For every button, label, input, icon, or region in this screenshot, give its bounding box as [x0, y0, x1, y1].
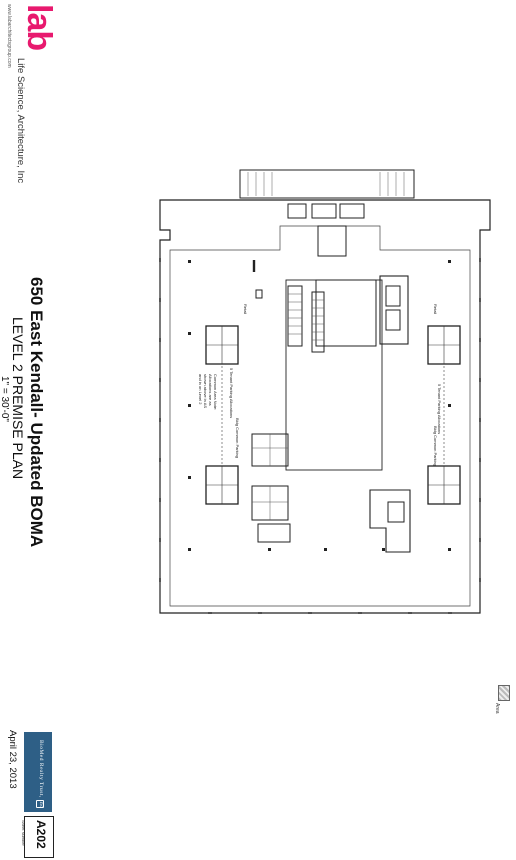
atrium-opening-3: [339, 203, 365, 219]
sheet-number-box: [24, 816, 54, 858]
tenant-parking-label-left: 5 Tenant Parking Allocations: [229, 368, 234, 418]
drawing-title: 650 East Kendall- Updated BOMA: [27, 277, 46, 548]
owner-logo-block: [24, 732, 52, 812]
core-atrium: [285, 279, 383, 471]
terrace-hatching: [247, 172, 405, 196]
core-open-area: [315, 279, 377, 347]
area-legend-swatch: [498, 685, 510, 701]
mech-equipment-1: [385, 285, 401, 307]
mech-room: [379, 275, 409, 345]
drawing-subtitle: LEVEL 2 PREMISE PLAN: [10, 317, 26, 480]
stair-right: [311, 291, 325, 353]
owner-name: BioMed Realty Trust, Inc: [38, 740, 44, 809]
retail-label-right: Retail: [433, 304, 438, 314]
drawing-date: April 23, 2013: [7, 730, 18, 789]
janitor-closet: [257, 523, 291, 543]
stair-left: [287, 285, 303, 347]
top-terrace: [239, 169, 415, 199]
central-shaft: [317, 225, 347, 257]
mech-equipment-2: [385, 309, 401, 331]
slab-edge: [169, 225, 471, 607]
tenant-parking-label-right: 5 Tenant Parking Allocations: [437, 384, 442, 434]
notes-line-4: and in on Level 2: [198, 374, 203, 405]
drawing-scale: 1" = 30'-0": [0, 376, 10, 422]
owner-crest-icon: [36, 800, 44, 808]
firm-name: Life Science, Architecture, Inc: [15, 58, 26, 184]
atrium-opening-2: [311, 203, 337, 219]
sheet-number: A202: [34, 820, 48, 849]
bldg-common-label-left: Bldg Common Parking: [235, 418, 240, 458]
building-outline: [159, 199, 491, 614]
area-legend-label: Area: [494, 703, 500, 714]
floor-plan: Retail Retail 5 Tenant Parking Allocatio…: [159, 169, 491, 614]
bldg-common-label-right: Bldg Common Parking: [433, 426, 438, 466]
column-marker: [255, 289, 263, 299]
firm-url: www.labarchitectsgroup.com: [6, 4, 12, 68]
notes-line-3: shown above in AS: [203, 374, 208, 408]
sheet-number-label: Sheet Number: [21, 820, 26, 846]
tenant-suite: [369, 489, 411, 553]
notes-line-1: Common Area Note:: [213, 374, 218, 410]
notes-line-2: Allocations are as: [208, 374, 213, 406]
atrium-opening-1: [287, 203, 307, 219]
tenant-suite-room: [387, 501, 405, 523]
firm-logo: lab: [20, 4, 58, 51]
retail-label-left: Retail: [243, 304, 248, 314]
